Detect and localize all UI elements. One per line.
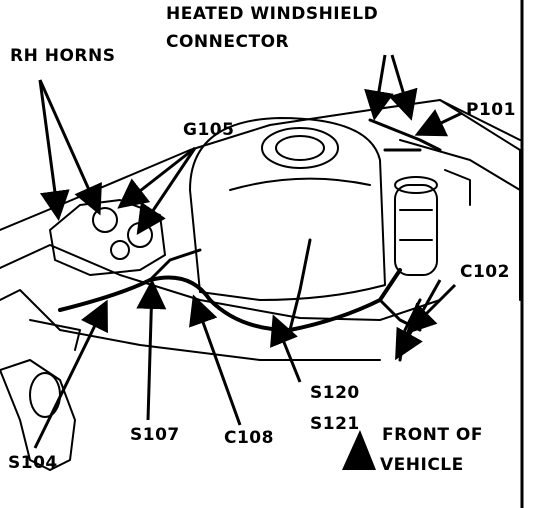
s121-label: S121: [310, 414, 360, 434]
s104-label: S104: [8, 453, 58, 473]
c108-label: C108: [224, 428, 274, 448]
c102-label: C102: [460, 262, 510, 282]
front-arrow-icon: [342, 430, 376, 470]
heated-windshield-label-1: HEATED WINDSHIELD: [166, 4, 379, 24]
front-of-vehicle-label-1: FRONT OF: [382, 425, 483, 445]
g105-label: G105: [183, 120, 235, 140]
heated-windshield-label-2: CONNECTOR: [166, 32, 290, 52]
s107-label: S107: [130, 425, 180, 445]
front-of-vehicle-label-2: VEHICLE: [380, 455, 464, 475]
rh-horns-label: RH HORNS: [10, 46, 116, 66]
p101-label: P101: [466, 100, 516, 120]
s120-label: S120: [310, 383, 360, 403]
